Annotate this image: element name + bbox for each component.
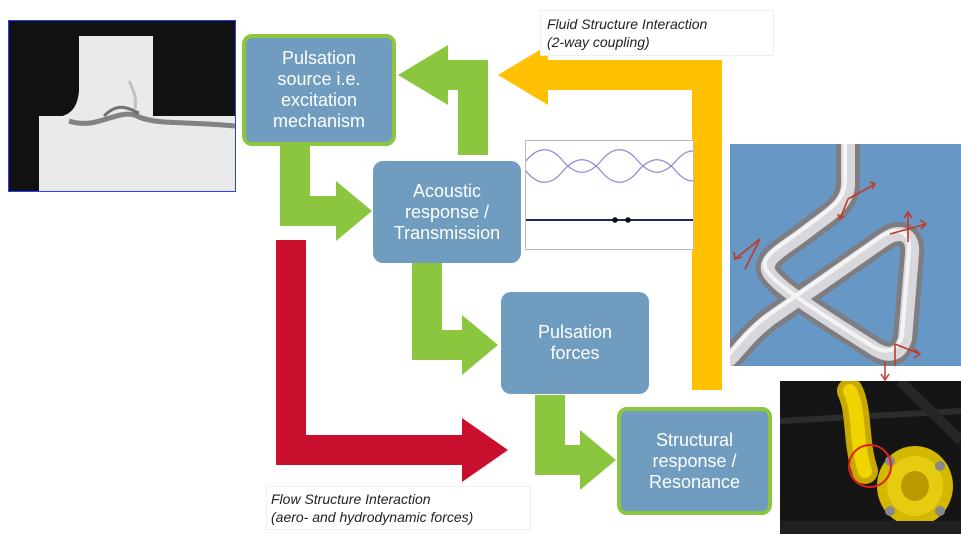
node-structural-response: Structural response / Resonance [617,407,772,515]
green-arrow-feedback [398,45,488,155]
node-acoustic-response: Acoustic response / Transmission [373,161,521,263]
caption-fluid-structure-interaction: Fluid Structure Interaction (2-way coupl… [540,10,774,56]
green-arrow-acoustic-to-forces [412,262,498,375]
fsi-feedback-arrow [498,45,722,390]
caption-flow-structure-interaction: Flow Structure Interaction (aero- and hy… [266,486,531,530]
pipe-loop-model-image [730,144,961,366]
node-pulsation-source: Pulsation source i.e. excitation mechani… [242,34,396,146]
green-arrow-forces-to-structural [535,395,616,490]
cfd-flow-simulation-image [8,20,236,192]
green-arrow-source-to-acoustic [280,135,372,241]
node-pulsation-forces: Pulsation forces [501,292,649,394]
acoustic-wave-plot [525,140,694,250]
red-flow-arrow [276,240,508,482]
yellow-pipe-photo [780,381,961,534]
